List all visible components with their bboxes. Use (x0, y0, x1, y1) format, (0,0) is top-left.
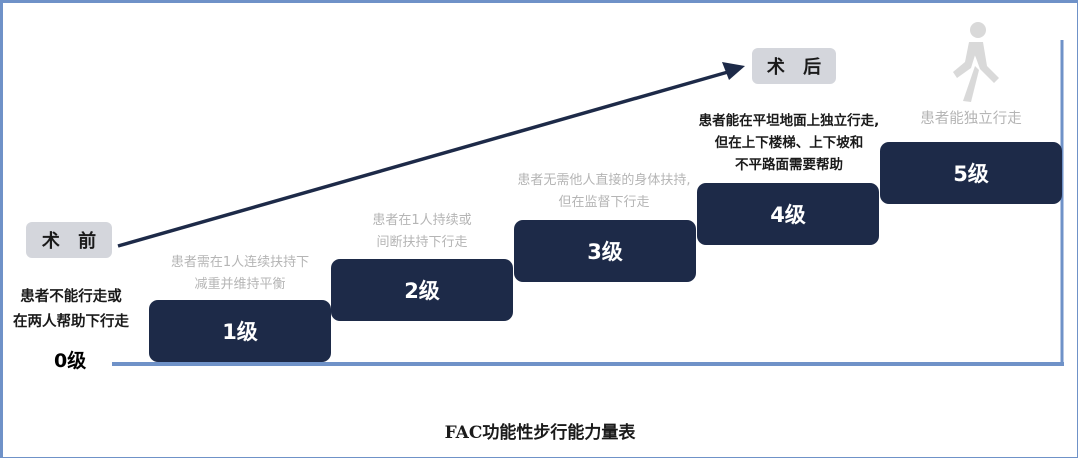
level-1-block: 1级 (149, 300, 331, 362)
level-4-description: 患者能在平坦地面上独立行走, 但在上下楼梯、上下坡和 不平路面需要帮助 (698, 113, 880, 173)
post-op-tag: 术 后 (752, 48, 836, 84)
level-0-label: 0级 (54, 350, 87, 372)
level-1-description: 患者需在1人连续扶持下 减重并维持平衡 (170, 255, 310, 292)
diagram-title: FAC功能性步行能力量表 (444, 423, 636, 443)
pre-op-tag: 术 前 (26, 222, 112, 258)
level-3-description: 患者无需他人直接的身体扶持, 但在监督下行走 (517, 173, 691, 210)
level-0-description: 患者不能行走或 在两人帮助下行走 (13, 289, 129, 330)
walking-person-icon (953, 22, 999, 102)
level-2-description: 患者在1人持续或 间断扶持下行走 (372, 213, 472, 250)
level-4-block: 4级 (697, 183, 879, 245)
level-5-description: 患者能独立行走 (920, 111, 1022, 127)
level-2-block: 2级 (331, 259, 513, 321)
level-3-block: 3级 (514, 220, 696, 282)
progress-arrow-head (722, 62, 745, 80)
progress-arrow (117, 70, 729, 248)
level-5-block: 5级 (880, 142, 1062, 204)
